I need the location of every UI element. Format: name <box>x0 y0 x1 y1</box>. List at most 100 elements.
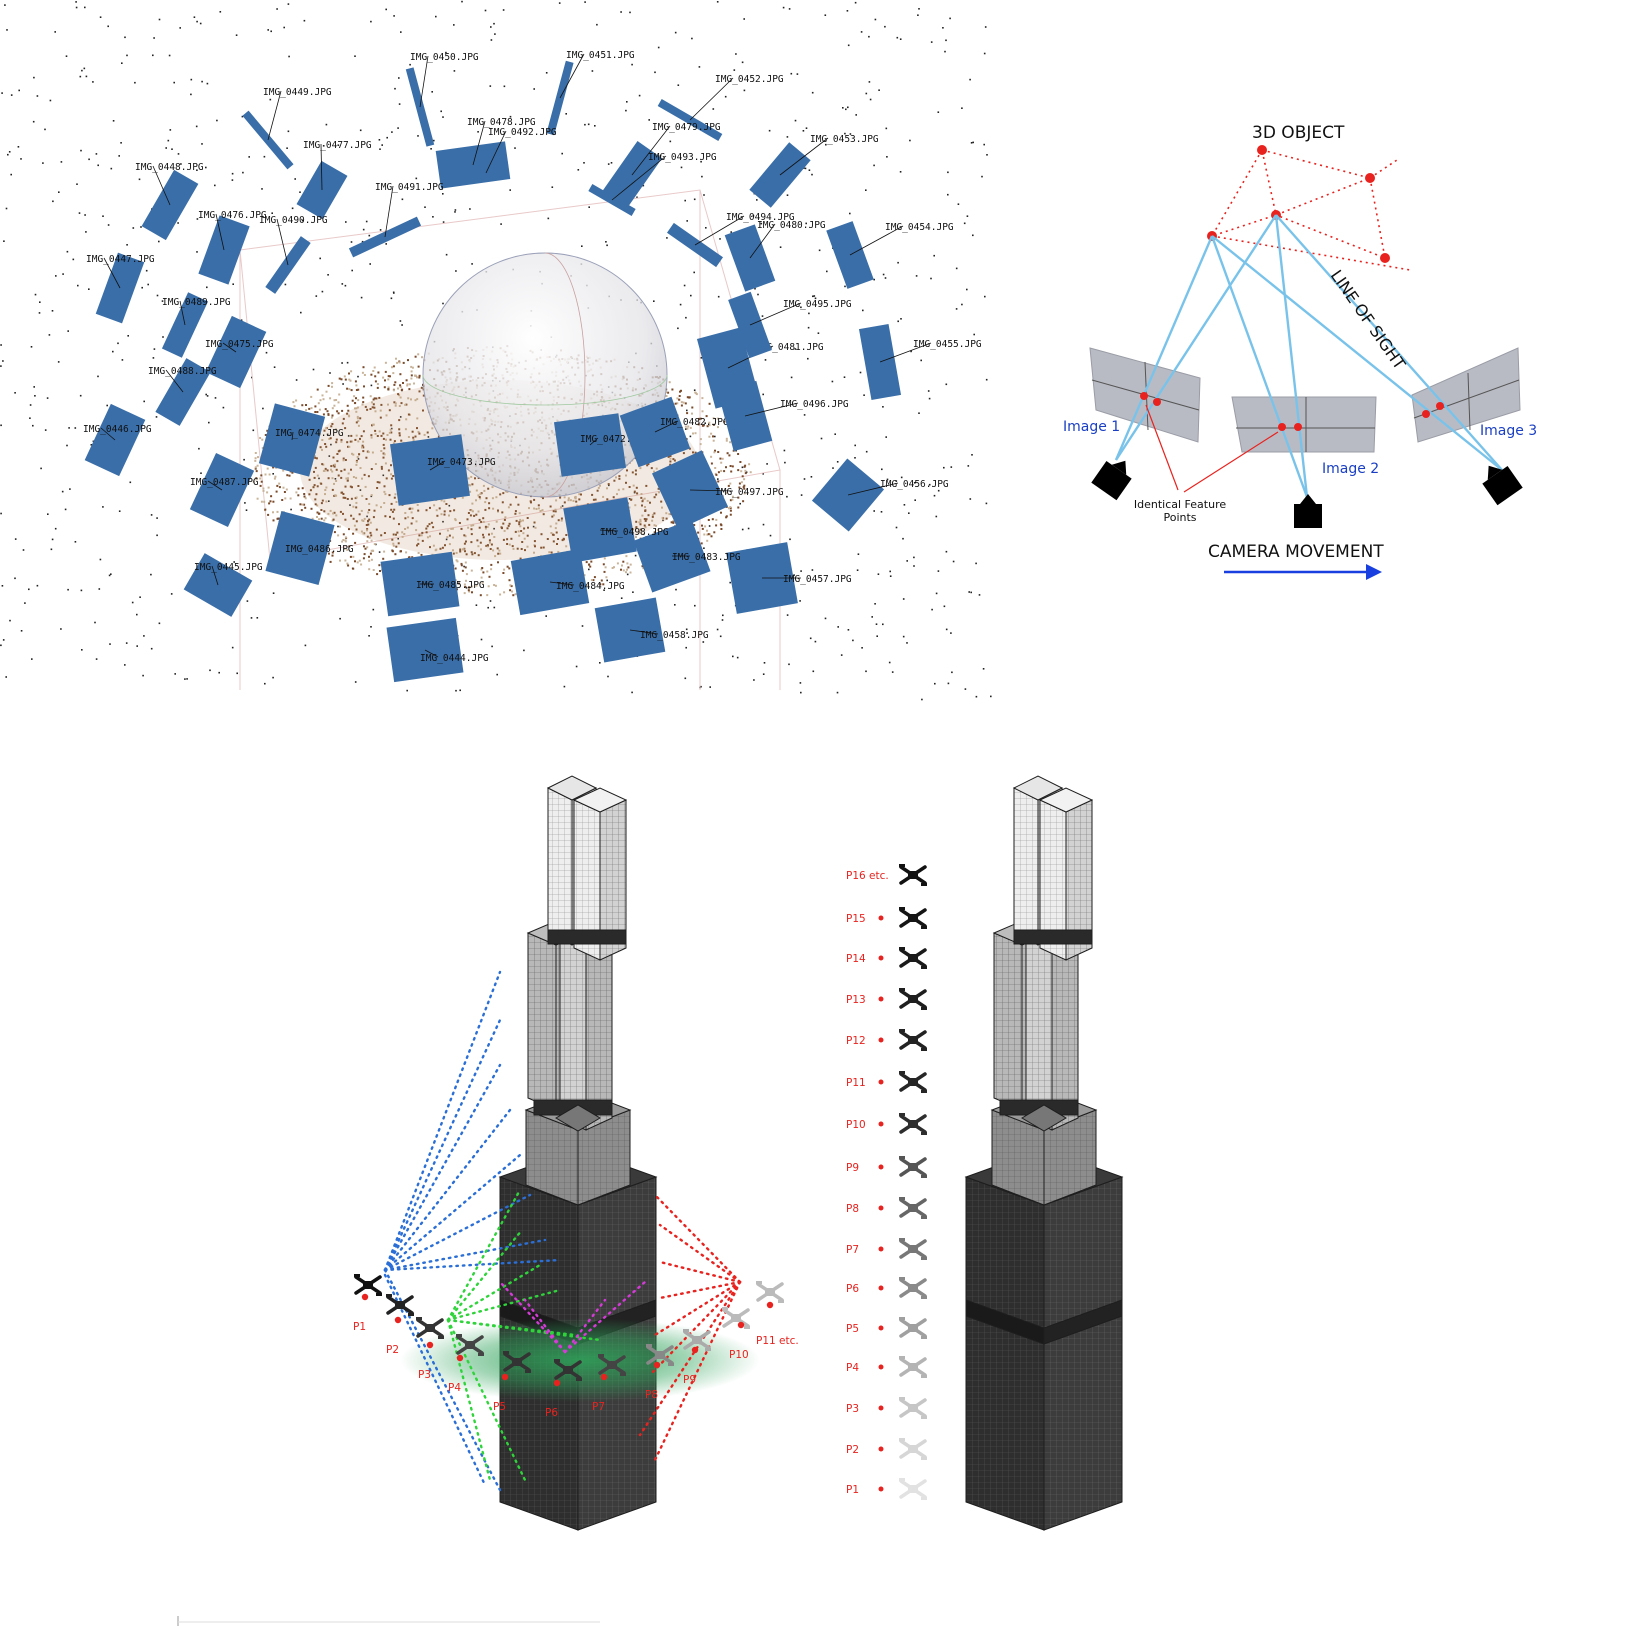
camera-leader-line <box>849 225 904 256</box>
sparse-point <box>14 538 17 540</box>
dense-point <box>284 497 287 500</box>
dense-point <box>405 418 408 421</box>
dense-point <box>321 463 324 466</box>
dense-point <box>389 438 392 441</box>
sparse-point <box>32 424 34 427</box>
sparse-point <box>14 577 16 580</box>
drone-icon <box>899 1355 927 1379</box>
dense-point <box>615 476 617 479</box>
dense-point <box>350 389 353 392</box>
dense-point <box>651 513 654 516</box>
dense-point <box>390 424 393 427</box>
sparse-point <box>14 392 16 394</box>
dense-point <box>653 524 656 527</box>
dense-point <box>481 581 484 584</box>
camera-label: IMG_0455.JPG <box>913 339 982 350</box>
camera-leader-line <box>429 460 446 471</box>
dense-point <box>366 540 369 543</box>
dense-point <box>620 568 622 571</box>
dense-point <box>694 391 697 394</box>
dense-point <box>354 560 356 563</box>
dense-point <box>315 493 318 496</box>
sparse-point <box>752 214 755 217</box>
sparse-point <box>836 691 839 694</box>
camera-movement-arrow <box>1224 564 1382 580</box>
sparse-point <box>583 162 585 164</box>
dense-point <box>342 459 345 462</box>
dense-point <box>394 404 397 407</box>
sparse-point <box>431 91 433 93</box>
sparse-point <box>276 8 278 10</box>
dense-point <box>256 497 259 500</box>
scan-ray <box>653 1193 742 1284</box>
dense-point <box>482 520 485 523</box>
dense-point <box>414 355 417 358</box>
dense-point <box>542 546 545 549</box>
sparse-point <box>156 294 159 297</box>
sparse-point <box>287 3 290 5</box>
drone-icon <box>899 906 927 930</box>
sparse-point <box>344 284 347 287</box>
camera-label: IMG_0457.JPG <box>783 574 852 585</box>
dense-point <box>486 570 489 573</box>
camera-leader-line <box>424 649 439 658</box>
sparse-point <box>762 393 764 396</box>
dense-point <box>467 477 470 480</box>
sparse-point <box>361 240 364 243</box>
dense-point <box>708 402 711 405</box>
dense-point <box>469 490 472 493</box>
dense-point <box>363 385 365 388</box>
dense-point <box>363 553 366 556</box>
dense-point <box>650 467 653 470</box>
dense-point <box>392 365 395 368</box>
dense-point <box>729 482 732 485</box>
dense-point <box>340 476 343 479</box>
dense-point <box>639 518 642 521</box>
position-dot <box>456 1354 464 1362</box>
dense-point <box>295 399 298 402</box>
sparse-point <box>575 665 578 668</box>
sparse-point <box>489 85 492 87</box>
dense-point <box>378 564 381 567</box>
sparse-point <box>675 588 677 591</box>
dense-point <box>350 434 353 437</box>
dense-point <box>592 579 595 582</box>
dense-point <box>506 538 509 541</box>
sparse-point <box>814 297 817 300</box>
dense-point <box>327 512 330 515</box>
sparse-point <box>577 169 580 171</box>
sparse-point <box>152 54 154 57</box>
dense-point <box>362 366 365 369</box>
sparse-point <box>886 156 888 158</box>
dense-point <box>267 513 270 516</box>
sparse-point <box>884 25 886 28</box>
dense-point <box>514 510 517 513</box>
dense-point <box>490 563 493 566</box>
dense-point <box>355 501 358 504</box>
dense-point <box>410 522 413 525</box>
sparse-point <box>385 8 387 11</box>
dense-point <box>552 514 555 517</box>
sparse-point <box>337 525 339 528</box>
camera-1-icon <box>1091 451 1138 501</box>
dense-point <box>559 496 562 499</box>
dense-point <box>628 506 631 509</box>
sparse-point <box>243 458 245 461</box>
sparse-point <box>330 443 332 446</box>
dense-point <box>418 432 421 435</box>
dense-point <box>738 482 741 485</box>
dense-point <box>301 487 304 490</box>
dense-point <box>707 533 710 536</box>
sparse-point <box>981 175 983 178</box>
sparse-point <box>963 222 966 225</box>
dense-point <box>342 512 344 515</box>
dense-point <box>641 500 644 503</box>
dense-point <box>678 398 681 401</box>
sparse-point <box>134 81 136 84</box>
sparse-point <box>927 390 930 392</box>
sparse-point <box>719 635 722 638</box>
dense-point <box>305 404 307 406</box>
dense-point <box>611 567 614 569</box>
dense-point <box>301 404 304 407</box>
sparse-point <box>783 449 786 452</box>
